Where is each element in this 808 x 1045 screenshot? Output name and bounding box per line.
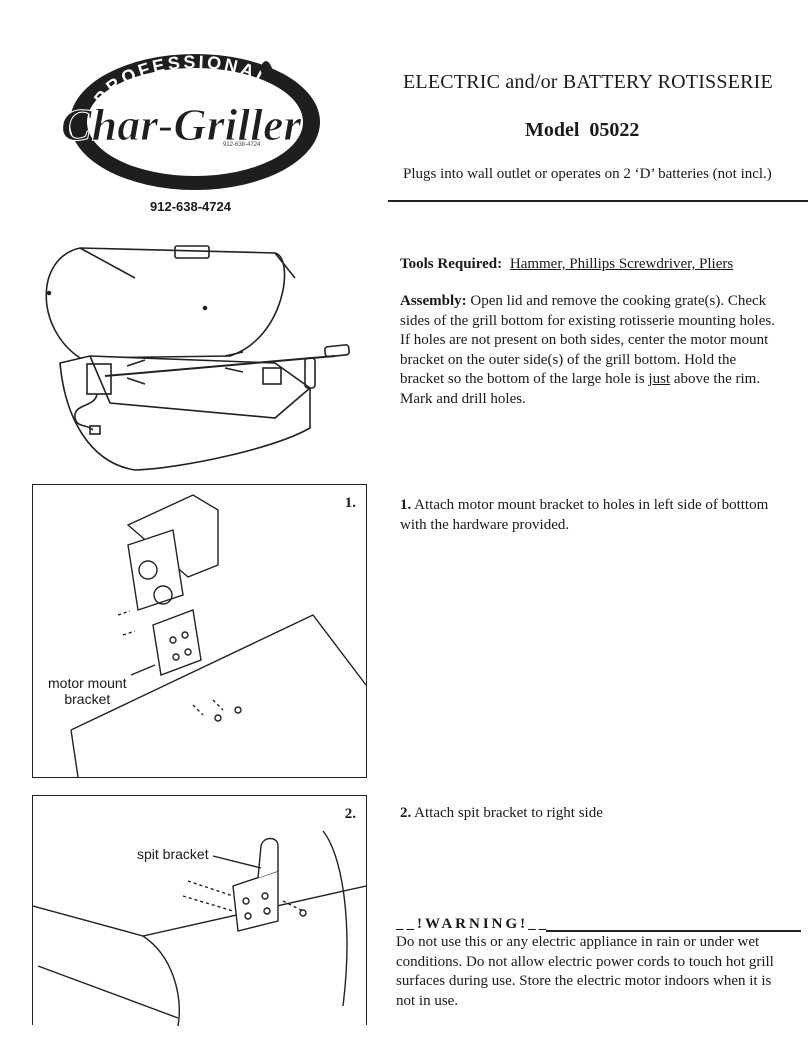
lid-handle (174, 245, 210, 259)
motor-mount-callout-line2: bracket (64, 691, 111, 707)
figure-2-number: 2. (344, 806, 356, 822)
assembly-line-1: Open lid and remove the cooking grate(s)… (466, 293, 767, 309)
figure-2-box: 2. spit bracket (32, 795, 367, 1026)
document-title: ELECTRIC and/or BATTERY ROTISSERIE (403, 71, 773, 93)
grill-edge-top (33, 885, 366, 937)
counterweight (304, 357, 316, 389)
figure-1-number: 1. (344, 495, 356, 511)
warning-line-4: not in use. (396, 992, 459, 1009)
rotisserie-motor (86, 363, 112, 395)
header-divider (388, 200, 808, 202)
motor-mount-bracket-mid (127, 529, 184, 611)
tools-label: Tools Required: (400, 256, 503, 272)
spit-rod (104, 355, 336, 377)
grill-right-curve (322, 830, 348, 1007)
logo-graphic: PROFESSIONAL ACCESSORIES Char-Griller 91… (47, 24, 320, 190)
step-1-line-2: with the hardware provided. (400, 516, 570, 533)
step-2-number: 2. (400, 805, 412, 821)
grill-bottom (59, 355, 311, 471)
motor-mount-bracket-bottom (152, 609, 202, 676)
warning-line-2: conditions. Do not allow electric power … (396, 953, 774, 970)
motor-mount-callout-line1: motor mount (48, 675, 127, 691)
grill-lid (45, 247, 286, 359)
grill-side-outline (70, 614, 366, 731)
assembly-line-6: Mark and drill holes. (400, 390, 526, 407)
logo-brand: Char-Griller (61, 99, 302, 150)
assembly-emphasis: just (648, 371, 671, 387)
step-2-text: Attach spit bracket to right side (411, 805, 603, 821)
power-plug (89, 425, 101, 435)
spit-bracket-callout: spit bracket (137, 846, 209, 862)
power-cord (74, 393, 98, 431)
grill-rotisserie-illustration (35, 238, 355, 478)
flame-icon (260, 61, 272, 78)
assembly-line-4: bracket on the outer side(s) of the gril… (400, 351, 737, 368)
tools-list: Hammer, Phillips Screwdriver, Pliers (509, 256, 734, 272)
assembly-line-5: bracket so the bottom of the large hole … (400, 371, 649, 387)
figure-1-box: 1. motor mount bracket (32, 484, 367, 778)
assembly-line-5-end: above the rim. (670, 371, 761, 387)
spit-bracket-small (262, 367, 282, 385)
spit-bracket-part (232, 870, 279, 932)
step-1-instruction: 1. Attach motor mount bracket to holes i… (400, 496, 805, 535)
motor-mount-callout: motor mount bracket (48, 675, 127, 707)
assembly-line-3: If holes are not present on both sides, … (400, 332, 769, 348)
warning-rule (546, 930, 801, 932)
tools-required: Tools Required: Hammer, Phillips Screwdr… (400, 255, 733, 275)
logo-small-phone: 912-638-4724 (223, 142, 261, 148)
step-1-number: 1. (400, 497, 412, 513)
warning-line-1: Do not use this or any electric applianc… (396, 934, 760, 950)
assembly-line-2: sides of the grill bottom for existing r… (400, 312, 775, 329)
char-griller-logo: PROFESSIONAL ACCESSORIES Char-Griller 91… (47, 24, 345, 200)
warning-section: __!WARNING!__ Do not use this or any ele… (396, 916, 806, 1011)
model-number: Model 05022 (525, 119, 640, 141)
assembly-instructions: Assembly: Open lid and remove the cookin… (400, 292, 805, 409)
spit-handle (324, 344, 350, 358)
power-note: Plugs into wall outlet or operates on 2 … (403, 166, 772, 182)
logo-phone: 912-638-4724 (150, 199, 231, 214)
step-1-line-1: Attach motor mount bracket to holes in l… (411, 497, 769, 513)
grill-side-curve (142, 935, 180, 1026)
step-2-instruction: 2. Attach spit bracket to right side (400, 804, 603, 824)
warning-line-3: surfaces during use. Store the electric … (396, 973, 772, 989)
assembly-label: Assembly: (400, 293, 467, 309)
warning-title: __!WARNING!__ (396, 916, 550, 932)
